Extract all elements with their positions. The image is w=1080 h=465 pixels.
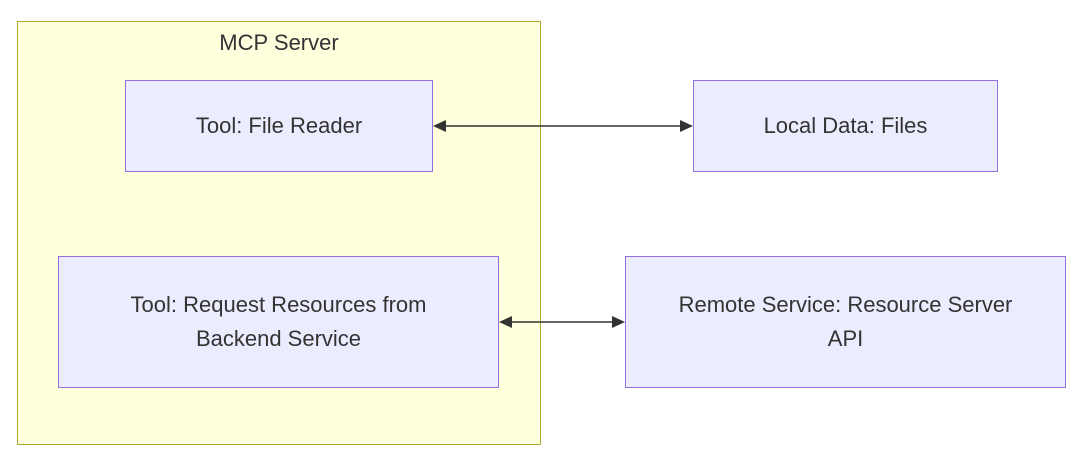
node-local-data[interactable]: Local Data: Files <box>693 80 998 172</box>
edge-file-reader-local-data <box>433 120 693 132</box>
node-request-resources[interactable]: Tool: Request Resources from Backend Ser… <box>58 256 499 388</box>
node-file-reader[interactable]: Tool: File Reader <box>125 80 433 172</box>
arrowhead-right-icon <box>612 316 625 328</box>
node-label: Remote Service: Resource Server API <box>678 292 1013 351</box>
arrowhead-left-icon <box>433 120 446 132</box>
cluster-title: MCP Server <box>219 30 339 55</box>
edge-request-resources-remote-service <box>499 316 625 328</box>
node-label: Local Data: Files <box>763 113 928 138</box>
node-label: Tool: Request Resources from Backend Ser… <box>130 292 427 351</box>
arrowhead-left-icon <box>499 316 512 328</box>
node-label: Tool: File Reader <box>195 113 363 138</box>
node-remote-service[interactable]: Remote Service: Resource Server API <box>625 256 1066 388</box>
arrowhead-right-icon <box>680 120 693 132</box>
